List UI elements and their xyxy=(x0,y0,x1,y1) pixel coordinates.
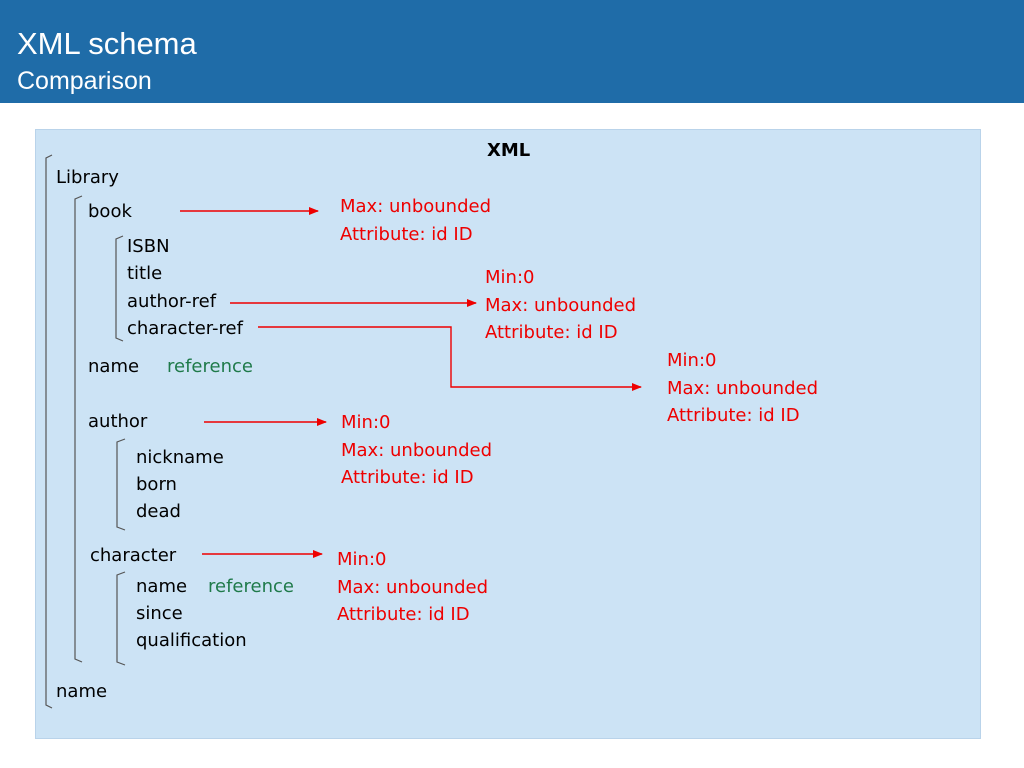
note-character-ref: Min:0 Max: unbounded Attribute: id ID xyxy=(667,347,818,430)
note-author-ref-line: Max: unbounded xyxy=(485,294,636,316)
note-author: Min:0 Max: unbounded Attribute: id ID xyxy=(341,409,492,492)
node-name: name xyxy=(88,356,140,377)
note-character-ref-line: Max: unbounded xyxy=(667,377,818,399)
note-author-line: Max: unbounded xyxy=(341,439,492,461)
node-qualification: qualification xyxy=(136,630,247,651)
node-since: since xyxy=(136,603,183,624)
node-root-name: name xyxy=(56,681,108,702)
note-book: Max: unbounded Attribute: id ID xyxy=(340,193,491,248)
note-character-line: Max: unbounded xyxy=(337,576,488,598)
note-character-line: Attribute: id ID xyxy=(337,604,470,625)
header-bar: XML schema Comparison xyxy=(0,0,1024,103)
arrow-character-ref xyxy=(258,326,642,391)
diagram-panel xyxy=(35,129,981,739)
note-author-line: Attribute: id ID xyxy=(341,467,474,488)
panel-title: XML xyxy=(487,140,531,161)
note-author-ref-line: Min:0 xyxy=(485,267,535,288)
note-author-ref-line: Attribute: id ID xyxy=(485,322,618,343)
note-author-ref: Min:0 Max: unbounded Attribute: id ID xyxy=(485,264,636,347)
note-character: Min:0 Max: unbounded Attribute: id ID xyxy=(337,546,488,629)
page-title: XML schema xyxy=(17,26,197,61)
node-character-ref: character-ref xyxy=(127,318,243,339)
note-character-ref-line: Min:0 xyxy=(667,350,717,371)
reference-tag: reference xyxy=(167,356,253,377)
node-dead: dead xyxy=(136,501,181,522)
node-nickname: nickname xyxy=(136,447,224,468)
note-character-ref-line: Attribute: id ID xyxy=(667,405,800,426)
node-isbn: ISBN xyxy=(127,236,170,257)
node-book: book xyxy=(88,201,132,222)
node-author-ref: author-ref xyxy=(127,291,217,312)
bracket-library xyxy=(45,154,53,709)
note-character-line: Min:0 xyxy=(337,549,387,570)
bracket-author-children xyxy=(116,438,126,531)
note-book-line: Attribute: id ID xyxy=(340,223,473,245)
node-character-name: name xyxy=(136,576,188,597)
note-book-line: Max: unbounded xyxy=(340,196,491,217)
node-title: title xyxy=(127,263,163,284)
page-subtitle: Comparison xyxy=(17,67,152,95)
node-character: character xyxy=(90,545,177,566)
note-author-line: Min:0 xyxy=(341,412,391,433)
node-library: Library xyxy=(56,167,119,188)
reference-tag: reference xyxy=(208,576,294,597)
bracket-book-children xyxy=(115,235,124,342)
bracket-character-children xyxy=(116,571,126,666)
node-author: author xyxy=(88,411,148,432)
node-born: born xyxy=(136,474,177,495)
bracket-library-children xyxy=(74,195,83,663)
